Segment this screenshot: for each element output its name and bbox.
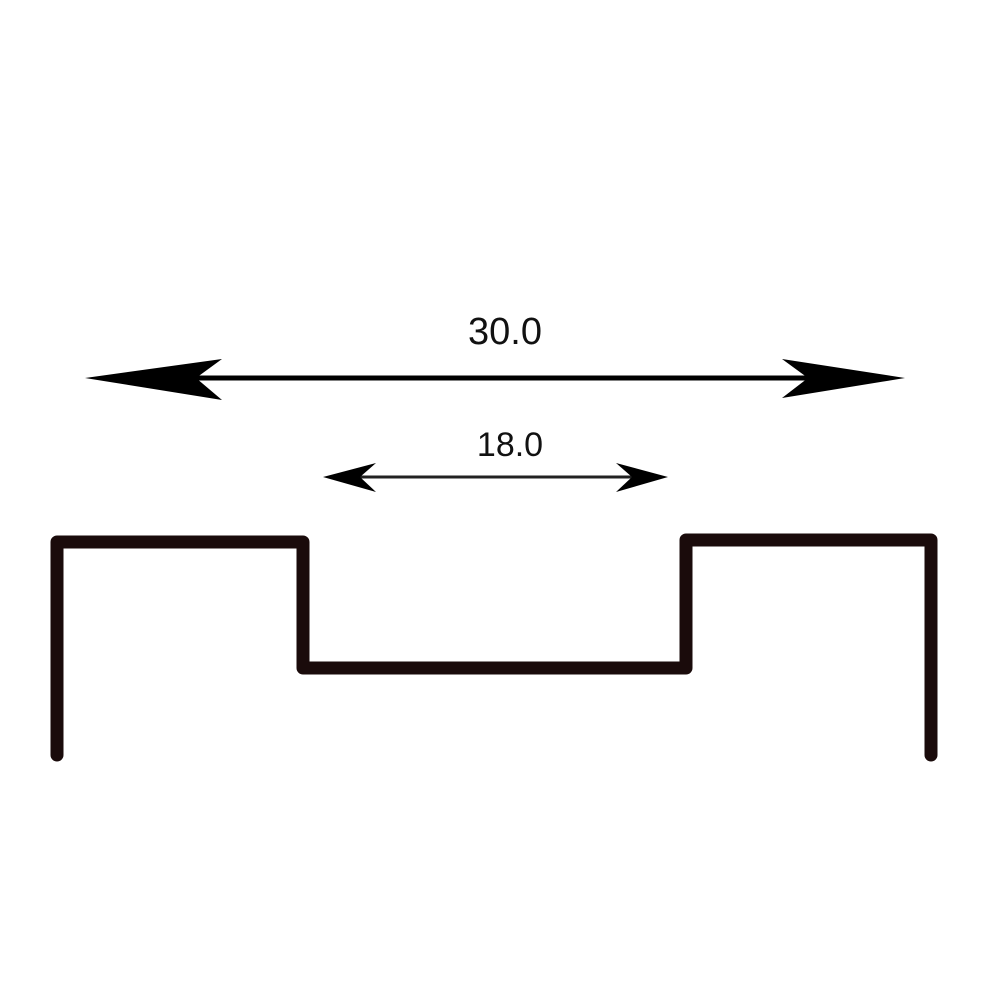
right-arrowhead-icon: [616, 463, 668, 492]
slot-width-label: 18.0: [477, 426, 543, 464]
left-arrowhead-icon: [85, 359, 222, 400]
slot-width-dimension: 18.0: [323, 426, 668, 492]
overall-width-dimension: 30.0: [85, 311, 905, 400]
channel-profile: [50, 533, 938, 762]
right-arrowhead-icon: [782, 359, 905, 398]
overall-width-label: 30.0: [468, 311, 542, 353]
left-arrowhead-icon: [323, 463, 376, 492]
